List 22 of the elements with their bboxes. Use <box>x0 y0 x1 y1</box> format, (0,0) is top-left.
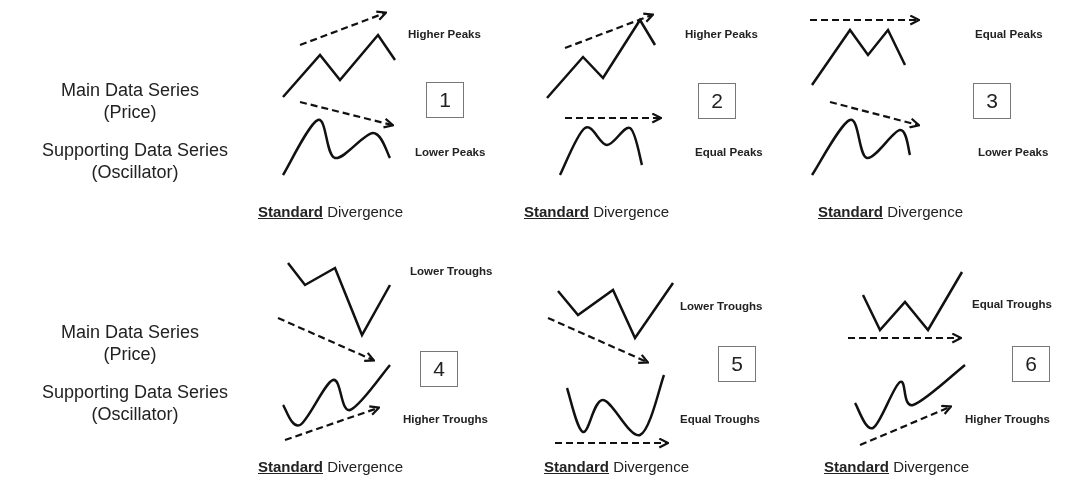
panel-number-box: 3 <box>973 83 1011 119</box>
panel-number-box: 4 <box>420 351 458 387</box>
trend-label: Lower Peaks <box>415 146 486 160</box>
panel-number-box: 1 <box>426 82 464 118</box>
panel-number-box: 5 <box>718 346 756 382</box>
panel-number-box: 2 <box>698 83 736 119</box>
trend-label: Equal Peaks <box>695 146 763 160</box>
panel-number-box: 6 <box>1012 346 1050 382</box>
trend-label: Lower Troughs <box>410 265 493 279</box>
trend-label: Lower Peaks <box>978 146 1049 160</box>
series-label: Supporting Data Series (Oscillator) <box>40 382 230 426</box>
trend-label: Higher Troughs <box>965 413 1050 427</box>
series-label: Main Data Series (Price) <box>59 80 201 124</box>
divergence-label: Standard Divergence <box>544 458 690 476</box>
trend-label: Equal Troughs <box>680 413 760 427</box>
divergence-label: Standard Divergence <box>824 458 970 476</box>
divergence-label: Standard Divergence <box>818 203 964 221</box>
series-label: Supporting Data Series (Oscillator) <box>40 140 230 184</box>
divergence-label: Standard Divergence <box>524 203 670 221</box>
series-label: Main Data Series (Price) <box>59 322 201 366</box>
divergence-label: Standard Divergence <box>258 458 404 476</box>
divergence-label: Standard Divergence <box>258 203 404 221</box>
